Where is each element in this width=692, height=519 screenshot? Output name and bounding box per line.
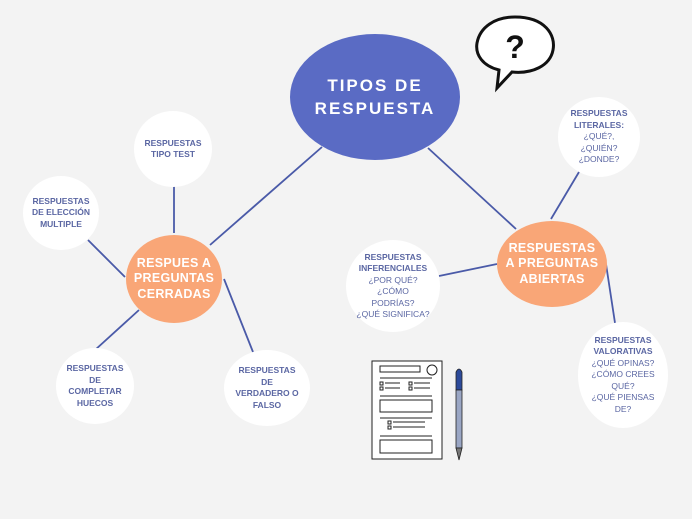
svg-text:?: ? (505, 29, 525, 65)
node-heading-line: LITERALES: (573, 119, 625, 130)
node-heading-line: COMPLETAR (68, 386, 122, 396)
question-bubble-icon: ? (475, 15, 555, 93)
main-topic-node: TIPOS DE RESPUESTA (290, 34, 460, 160)
node-question-line: DE? (614, 403, 632, 414)
node-question-line: ¿QUÉ OPINAS? (591, 357, 655, 368)
node-heading-line: VERDADERO O (235, 388, 299, 398)
node-heading-line: RESPUESTAS (66, 363, 124, 373)
node-heading-line: DE (89, 374, 101, 385)
node-question-line: PODRÍAS? (371, 297, 415, 308)
open-questions-node: RESPUESTAS A PREGUNTAS ABIERTAS (497, 221, 607, 307)
node-heading-line: INFERENCIALES (358, 263, 428, 273)
connector-line (209, 146, 323, 246)
node-heading-line: TIPO TEST (151, 149, 195, 159)
connector-line (550, 171, 580, 220)
node-question-line: QUÉ? (611, 380, 635, 391)
node-question-line: ¿QUÉ PIENSAS (591, 392, 655, 403)
node-question-line: ¿DONDE? (578, 154, 620, 165)
connector-line (94, 309, 140, 351)
closed-questions-node: RESPUES A PREGUNTAS CERRADAS (126, 235, 222, 323)
node-heading-line: DE (261, 376, 273, 387)
node-heading-line: DE ELECCIÓN (31, 207, 91, 218)
node-heading-line: RESPUESTAS (594, 334, 652, 345)
connector-line (87, 239, 126, 278)
connector-line (438, 263, 498, 277)
node-question-line: ¿CÓMO CREES (591, 369, 655, 380)
label-line: RESPUESTAS (508, 240, 596, 255)
node-heading-line: VALORATIVAS (593, 346, 653, 357)
node-question-line: ¿QUÉ?, (583, 131, 615, 142)
node-heading-line: RESPUESTAS (238, 365, 296, 375)
node-question-line: ¿QUIÉN? (580, 142, 618, 153)
node-heading-line: RESPUESTAS (364, 251, 422, 262)
label-line: A PREGUNTAS (505, 256, 599, 271)
pen-icon (455, 368, 463, 461)
label-line: CERRADAS (137, 286, 211, 301)
node-question-line: ¿CÓMO (377, 286, 409, 296)
label-line: ABIERTAS (519, 271, 585, 286)
main-title-line: RESPUESTA (314, 99, 436, 118)
node-heading-line: RESPUESTAS (32, 195, 90, 206)
connector-line (223, 278, 254, 353)
label-line: RESPUES A (136, 255, 212, 270)
node-heading-line: RESPUESTAS (570, 108, 628, 119)
node-heading-line: RESPUESTAS (144, 137, 202, 148)
node-heading-line: HUECOS (76, 397, 114, 408)
main-title-line: TIPOS DE (327, 76, 423, 95)
test-sheet-icon (371, 360, 443, 460)
label-line: PREGUNTAS (133, 271, 215, 286)
connector-line (605, 263, 616, 324)
node-question-line: ¿QUÉ SIGNIFICA? (356, 309, 430, 319)
node-heading-line: MULTIPLE (40, 218, 82, 229)
connector-line (427, 147, 517, 230)
node-question-line: ¿POR QUÉ? (368, 274, 418, 285)
node-heading-line: FALSO (252, 399, 282, 410)
